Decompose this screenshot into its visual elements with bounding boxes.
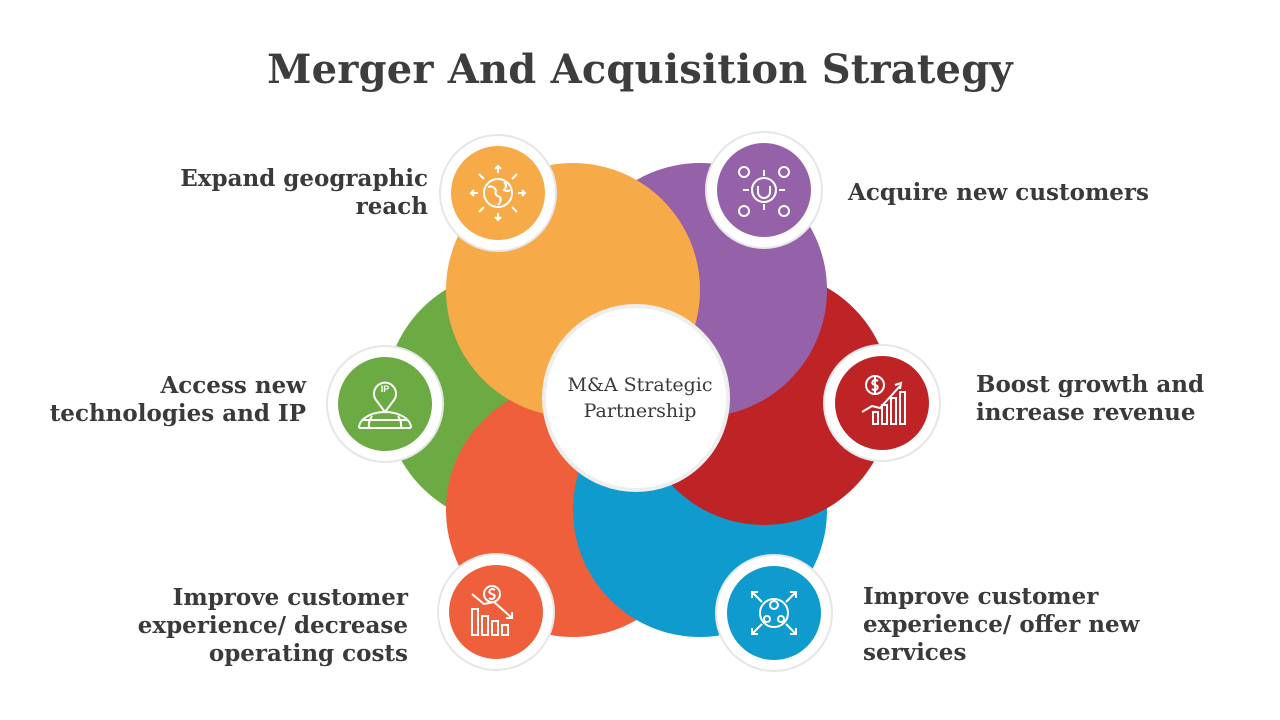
label-decrease-operating-costs: Improve customer experience/ decrease op…: [137, 584, 408, 667]
icon-badge-services: [715, 554, 833, 672]
label-expand-geographic-reach: Expand geographic reach: [180, 165, 428, 220]
customer-network-icon: [751, 591, 797, 635]
label-boost-growth: Boost growth and increase revenue: [976, 371, 1205, 426]
icon-badge-geographic: [439, 134, 557, 252]
globe-arrows-icon: [469, 164, 527, 222]
label-access-technologies: Access new technologies and IP: [49, 372, 306, 427]
icon-badge-costs: [437, 553, 555, 671]
ip-location-globe-icon: IP: [358, 381, 412, 429]
icon-badge-technology: IP: [326, 345, 444, 463]
center-circle: [542, 304, 730, 492]
center-label-line1: M&A Strategic: [567, 374, 713, 396]
icon-badge-growth: [823, 344, 941, 462]
label-offer-new-services: Improve customer experience/ offer new s…: [863, 583, 1140, 666]
page-title: Merger And Acquisition Strategy: [267, 46, 1013, 93]
icon-badge-customers: [705, 131, 823, 249]
cost-decrease-chart-icon: [471, 585, 513, 636]
magnet-customers-icon: [738, 166, 790, 217]
center-label-line2: Partnership: [583, 400, 697, 422]
center-label: M&A Strategic Partnership: [555, 372, 725, 424]
label-acquire-new-customers: Acquire new customers: [848, 179, 1149, 206]
svg-text:IP: IP: [381, 384, 390, 394]
dollar-growth-chart-icon: [861, 375, 906, 425]
